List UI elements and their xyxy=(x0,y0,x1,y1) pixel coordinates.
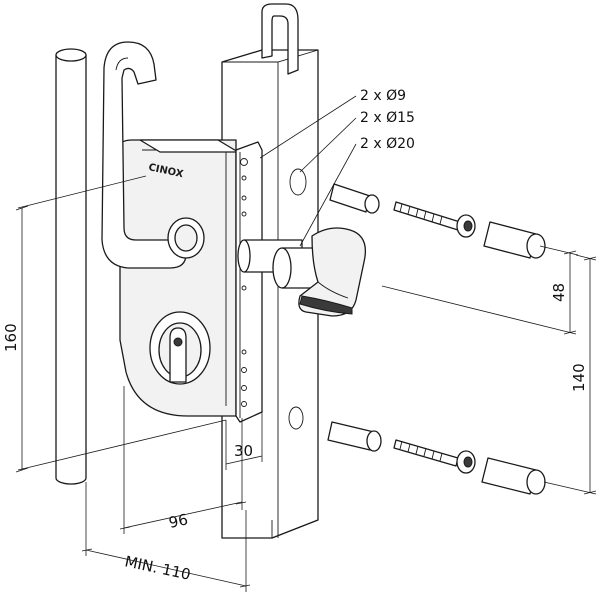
dimension-30-label: 30 xyxy=(234,442,253,460)
dimension-min-110 xyxy=(81,482,251,592)
top-latch-hook xyxy=(261,3,299,75)
round-post xyxy=(55,48,87,485)
dimension-160 xyxy=(15,175,227,473)
upper-fixing-set xyxy=(329,183,546,259)
euro-cylinder xyxy=(149,311,211,385)
tube-holes xyxy=(288,168,307,430)
callout-hole-15: 2 x Ø15 xyxy=(360,110,415,126)
spindle-thumb-turn xyxy=(237,227,367,317)
dimension-140 xyxy=(543,254,597,495)
dimension-48-label: 48 xyxy=(550,283,568,302)
dimension-min-110-label: MIN. 110 xyxy=(123,552,192,583)
face-plate xyxy=(235,141,263,423)
dimension-160-label: 160 xyxy=(2,323,20,352)
dimension-140-label: 140 xyxy=(570,363,588,392)
dimension-48 xyxy=(381,245,579,335)
dimension-96-label: 96 xyxy=(167,510,189,532)
lower-fixing-set xyxy=(327,421,546,495)
callout-hole-20: 2 x Ø20 xyxy=(360,136,415,152)
dimension-30 xyxy=(225,412,263,470)
dimension-96 xyxy=(119,386,247,534)
lever-handle xyxy=(101,41,205,269)
callout-leaders xyxy=(259,95,357,247)
callout-hole-9: 2 x Ø9 xyxy=(360,88,406,104)
